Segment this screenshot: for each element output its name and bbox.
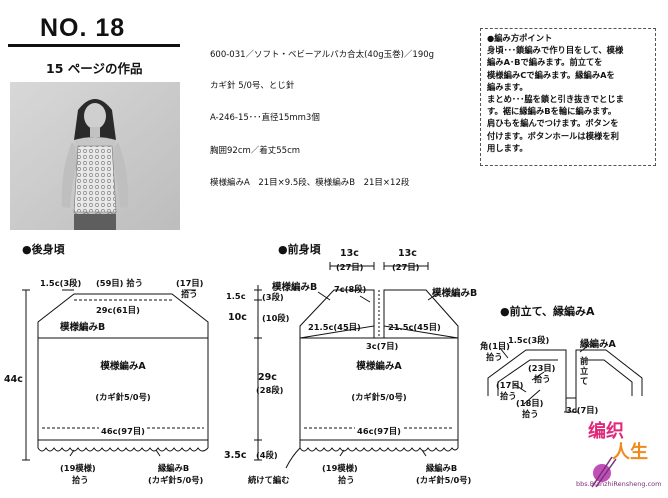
dim-hem-rows: (4段): [256, 450, 278, 460]
instructions-line: まとめ･･･脇を鎖と引き抜きでとじま: [487, 94, 624, 105]
front-bottom-width: 46c(97目): [355, 425, 403, 437]
site-logo: [591, 456, 617, 488]
back-body-outline: [37, 338, 209, 441]
back-section-title: ●後身頃: [22, 243, 65, 256]
gauge-info: 模様編みA 21目×9.5段、模様編みB 21目×12段: [210, 178, 410, 188]
back-height: 44c: [4, 374, 23, 385]
instructions-line: 模様編みCで編みます。縁編みAを: [487, 69, 615, 80]
placket-pick-23: (23目): [528, 363, 556, 373]
title-rule: [8, 44, 180, 47]
placket-top: 1.5c(3段): [508, 335, 550, 345]
instructions-line: 用します。: [487, 142, 528, 153]
page-subtitle: 15 ページの作品: [46, 61, 143, 76]
front-needle: (カギ針5/0号): [351, 392, 407, 402]
back-top-pick: (59目) 拾う: [96, 278, 143, 288]
placket-section-title: ●前立て、縁編みA: [500, 305, 595, 318]
logo-text-1: 编织: [588, 421, 624, 442]
back-pattern-b: 模様編みB: [60, 322, 106, 333]
instructions-line: 編みA･Bで編みます。前立てを: [487, 57, 603, 68]
placket-edging-a: 縁編みA: [580, 339, 616, 350]
front-hem-pick: (19模様): [322, 463, 358, 473]
back-bottom-width: 46c(97目): [99, 425, 147, 437]
dim-body-rows: (28段): [256, 385, 284, 395]
pattern-number: NO. 18: [40, 14, 126, 42]
instructions-heading: ●編み方ポイント: [487, 33, 553, 43]
yarn-info: 600-031／ソフト・ベビーアルパカ合太(40g玉巻)／190g: [210, 50, 435, 60]
front-hem-pick-2: 拾う: [338, 475, 355, 485]
front-upper-right: 21.5c(45目): [388, 322, 441, 332]
placket-corner-2: 拾う: [486, 352, 503, 362]
dim-upper-rows: (10段): [262, 313, 290, 323]
instructions-line: 付けます。ボタンホールは模様を利: [487, 130, 619, 141]
placket-corner: 角(1目): [480, 341, 510, 351]
button-info: A-246-15･･･直径15mm3個: [210, 113, 320, 123]
back-needle: (カギ針5/0号): [95, 392, 151, 402]
front-body-outline: [299, 338, 459, 441]
back-edging: 縁編みB: [158, 463, 190, 473]
logo-text-2: 人生: [612, 442, 648, 463]
size-info: 胸囲92cm／着丈55cm: [210, 146, 301, 156]
instructions-line: 身頃･･･鎖編みで作り目をして、模様: [487, 45, 624, 56]
back-hem-pick-2: 拾う: [72, 475, 89, 485]
dim-body-height: 29c: [258, 372, 277, 383]
placket-bottom: 3c(7目): [566, 405, 599, 415]
front-edging-needle: (カギ針5/0号): [416, 475, 472, 485]
back-top-rows: 1.5c(3段): [40, 278, 82, 288]
front-placket-width: 3c(7目): [366, 341, 399, 351]
front-continue: 続けて編む: [248, 475, 290, 485]
front-edging: 縁編みB: [426, 463, 458, 473]
back-top-width: 29c(61目): [96, 305, 140, 315]
placket-pick-23-2: 拾う: [534, 374, 551, 384]
back-right-pick: (17目): [176, 278, 204, 288]
front-strap-left: 13c: [340, 248, 359, 259]
placket-pick-17: (17目): [496, 380, 524, 390]
front-neck: 7c(8段): [334, 284, 367, 294]
dim-rib-rows: (3段): [262, 292, 284, 302]
back-edging-needle: (カギ針5/0号): [148, 475, 204, 485]
front-pattern-b-right: 模様編みB: [432, 288, 478, 299]
front-pattern-a: 模様編みA: [356, 361, 402, 372]
back-pattern-a: 模様編みA: [100, 361, 146, 372]
front-upper-left: 21.5c(45目): [308, 322, 361, 332]
needle-info: カギ針 5/0号、とじ針: [210, 81, 295, 91]
back-hem-pick: (19模様): [60, 463, 96, 473]
front-strap-right-2: (27目): [392, 262, 420, 272]
logo-url: bbs.BianzhiRensheng.com: [576, 480, 662, 488]
dim-upper-height: 10c: [228, 312, 247, 323]
back-right-pick-2: 拾う: [181, 289, 198, 299]
dim-hem-height: 3.5c: [224, 450, 247, 461]
placket-pick-17-2: 拾う: [500, 391, 517, 401]
front-section-title: ●前身頃: [278, 243, 321, 256]
instructions-box: ●編み方ポイント 身頃･･･鎖編みで作り目をして、模様 編みA･Bで編みます。前…: [480, 28, 656, 166]
placket-vertical-label: 前立て: [580, 356, 589, 386]
model-photo: [10, 82, 180, 230]
instructions-line: す。裾に縁編みBを輪に編みます。: [487, 106, 617, 117]
front-strap-left-2: (27目): [336, 262, 364, 272]
instructions-line: 編みます。: [487, 81, 528, 92]
front-strap-right: 13c: [398, 248, 417, 259]
front-pattern-b-left: 模様編みB: [272, 282, 318, 293]
dim-rib-height: 1.5c: [226, 291, 246, 301]
placket-pick-18-2: 拾う: [522, 409, 539, 419]
placket-pick-18: (18目): [516, 398, 544, 408]
instructions-line: 肩ひもを編んでつけます。ボタンを: [487, 118, 619, 129]
